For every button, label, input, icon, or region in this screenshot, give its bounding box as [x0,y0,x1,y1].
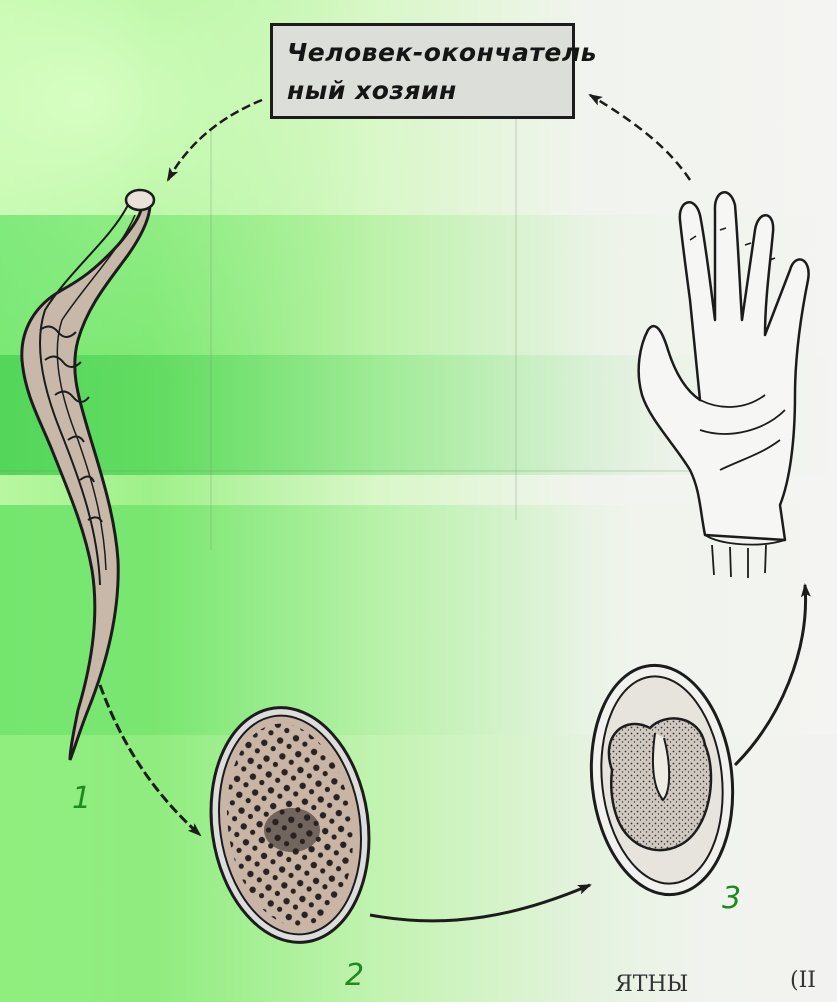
larval-egg-drawing [580,658,743,901]
page-fragment-text: ЯТНЫ [615,972,688,997]
hand-drawing [639,192,809,578]
final-host-label-line2: ный хозяин [287,72,560,110]
roundworm-drawing [22,190,154,760]
stage-2-label: 2 [345,958,364,993]
stage-1-label: 1 [72,781,91,816]
arrow-hand-to-host [590,95,690,180]
final-host-label-box: Человек-окончатель ный хозяин [270,23,575,119]
arrow-egg-to-larval-egg [370,885,590,921]
page-fragment-text-right: (II [790,968,816,993]
egg-drawing [196,697,383,952]
final-host-label-line1: Человек-окончатель [287,34,560,72]
arrow-larval-egg-to-hand [735,585,806,765]
arrow-worm-to-egg [100,685,200,835]
stage-3-label: 3 [722,881,741,916]
arrow-to-worm [168,100,262,180]
